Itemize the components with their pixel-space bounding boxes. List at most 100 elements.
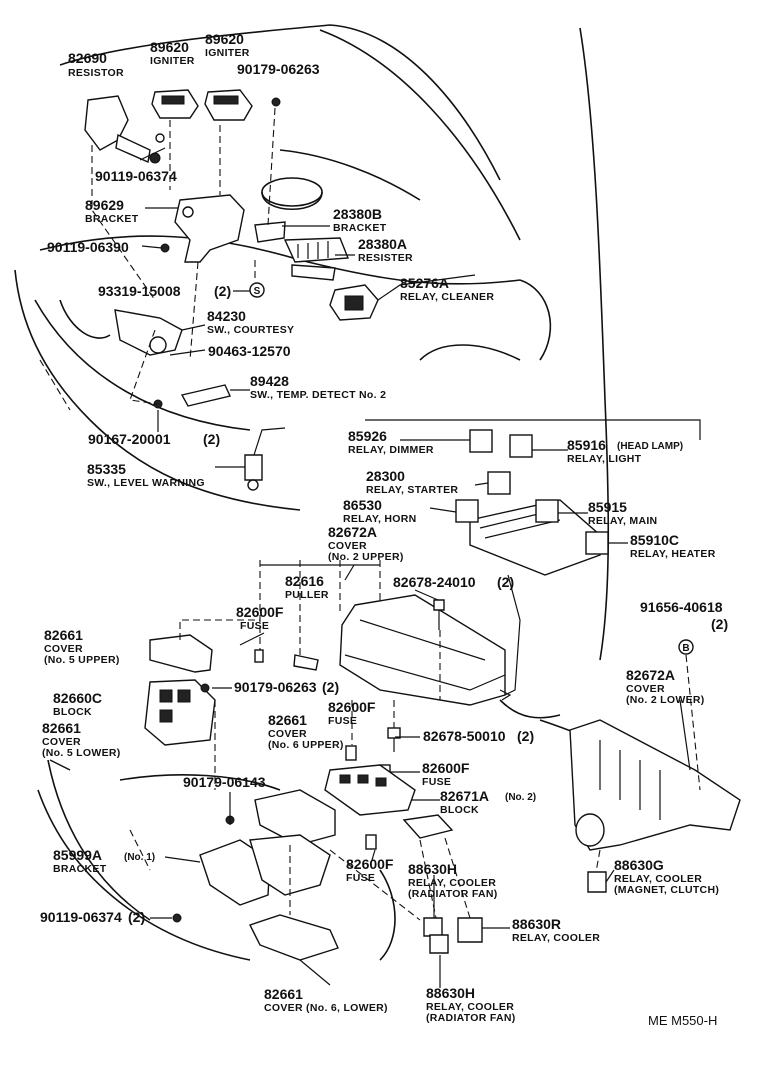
label-82672a-upper-pn: 82672A [328, 524, 377, 540]
label-85999a-pn: 85999A [53, 847, 102, 863]
label-82678-50010-note: (2) [517, 728, 534, 744]
vehicle-body-outline [14, 24, 701, 961]
cover-82661-no6-lower [249, 914, 339, 961]
label-90119-06374-2-note: (2) [128, 909, 145, 925]
label-82661-no5-lower-pn: 82661 [42, 720, 81, 736]
courtesy-switch-84230 [114, 309, 183, 356]
label-82690-pn: 82690 [68, 50, 107, 66]
relay-88630g [587, 871, 607, 893]
label-82671a-pn: 82671A [440, 788, 489, 804]
label-88630h-b-desc: RELAY, COOLER [426, 1001, 514, 1013]
fuse-82600f-d [365, 834, 377, 850]
label-89428-desc: SW., TEMP. DETECT No. 2 [250, 389, 386, 401]
label-85999a-desc: BRACKET [53, 863, 107, 875]
relay-88630h-a [423, 917, 443, 937]
label-82661-no6-upper-desc2: (No. 6 UPPER) [268, 739, 344, 751]
label-82600f-b-desc: FUSE [328, 715, 357, 727]
label-28380b-desc: BRACKET [333, 222, 387, 234]
fuse-82600f-b [345, 745, 357, 761]
label-93319-15008-pn: 93319-15008 [98, 283, 181, 299]
label-85335-desc: SW., LEVEL WARNING [87, 477, 205, 489]
label-86530-pn: 86530 [343, 497, 382, 513]
label-90179-06143-pn: 90179-06143 [183, 774, 266, 790]
label-91656-40618-pn: 91656-40618 [640, 599, 723, 615]
label-88630g-pn: 88630G [614, 857, 664, 873]
label-85916-desc: RELAY, LIGHT [567, 453, 642, 465]
label-88630h-b-desc2: (RADIATOR FAN) [426, 1012, 516, 1024]
bolt-90119-06390 [160, 243, 170, 253]
bolt-90119-06374-2 [172, 913, 182, 923]
label-82600f-b-pn: 82600F [328, 699, 376, 715]
label-85916-note: (HEAD LAMP) [617, 441, 683, 452]
label-90179-06263-pn: 90179-06263 [237, 61, 320, 77]
label-82671a-desc: BLOCK [440, 804, 479, 816]
label-85276a-pn: 85276A [400, 275, 449, 291]
label-85916-pn: 85916 [567, 437, 606, 453]
marker-b: B [682, 643, 689, 654]
label-82616-pn: 82616 [285, 573, 324, 589]
label-88630h-a-desc: RELAY, COOLER [408, 877, 496, 889]
label-90119-06374-pn: 90119-06374 [95, 168, 177, 184]
label-85915-pn: 85915 [588, 499, 627, 515]
label-90463-12570-pn: 90463-12570 [208, 343, 291, 359]
relay-88630h-b [429, 934, 449, 954]
label-90167-20001-pn: 90167-20001 [88, 431, 171, 447]
label-82672a-lower-desc2: (No. 2 LOWER) [626, 694, 705, 706]
label-84230-pn: 84230 [207, 308, 246, 324]
cover-82661-no5-upper [149, 634, 213, 673]
resister-28380a [283, 237, 350, 281]
label-85999a-note: (No. 1) [124, 852, 155, 863]
bracket-28380b [254, 221, 286, 243]
label-82661-no5-lower-desc2: (No. 5 LOWER) [42, 747, 121, 759]
label-93319-15008-note: (2) [214, 283, 231, 299]
label-91656-40618-note: (2) [711, 616, 728, 632]
label-86530-desc: RELAY, HORN [343, 513, 417, 525]
label-82660c-desc: BLOCK [53, 706, 92, 718]
label-89629-desc: BRACKET [85, 213, 139, 225]
label-28380b-pn: 28380B [333, 206, 382, 222]
bracket-85999a [199, 834, 331, 906]
label-90119-06374-2-pn: 90119-06374 [40, 909, 122, 925]
label-82678-24010-note: (2) [497, 574, 514, 590]
marker-s: S [254, 286, 261, 297]
cover-82661-no5-lower [49, 759, 71, 771]
block-82660c [144, 679, 216, 746]
label-88630g-desc2: (MAGNET, CLUTCH) [614, 884, 719, 896]
label-82661-no6-upper-pn: 82661 [268, 712, 307, 728]
label-82660c-pn: 82660C [53, 690, 102, 706]
label-90119-06390-pn: 90119-06390 [47, 239, 129, 255]
label-88630h-a-pn: 88630H [408, 861, 457, 877]
temp-detect-switch-89428 [180, 384, 231, 407]
label-82661-no5-lower-desc: COVER [42, 736, 81, 748]
label-82661-no6-upper-desc: COVER [268, 728, 307, 740]
label-90167-20001-note: (2) [203, 431, 220, 447]
label-89428-pn: 89428 [250, 373, 289, 389]
bolt-82678-50010 [387, 727, 401, 752]
label-82671a-note: (No. 2) [505, 792, 536, 803]
bracket-89629 [174, 194, 245, 263]
label-82678-24010-pn: 82678-24010 [393, 574, 476, 590]
label-89620-a-desc: IGNITER [150, 55, 195, 67]
label-82672a-lower-desc: COVER [626, 683, 665, 695]
screw-93319-15008 [249, 282, 265, 298]
label-85915-desc: RELAY, MAIN [588, 515, 657, 527]
label-82600f-d-pn: 82600F [346, 856, 394, 872]
igniter-89620-b [204, 89, 253, 121]
label-90179-06263-2-pn: 90179-06263 [234, 679, 317, 695]
label-85926-desc: RELAY, DIMMER [348, 444, 434, 456]
label-82678-50010-pn: 82678-50010 [423, 728, 506, 744]
level-warning-switch-85335 [244, 427, 286, 491]
block-82671a [324, 764, 416, 816]
arrow-icon [499, 689, 512, 701]
label-89629-pn: 89629 [85, 197, 124, 213]
cover-82672a-lower [569, 719, 741, 851]
igniter-89620-a [151, 89, 199, 119]
label-82672a-upper-desc: COVER [328, 540, 367, 552]
label-85276a-desc: RELAY, CLEANER [400, 291, 494, 303]
label-28300-pn: 28300 [366, 468, 405, 484]
label-88630g-desc: RELAY, COOLER [614, 873, 702, 885]
bolt-90179-06263 [271, 97, 281, 107]
assembly-lines [39, 107, 701, 921]
label-82661-no6-lower-desc: COVER (No. 6, LOWER) [264, 1002, 388, 1014]
